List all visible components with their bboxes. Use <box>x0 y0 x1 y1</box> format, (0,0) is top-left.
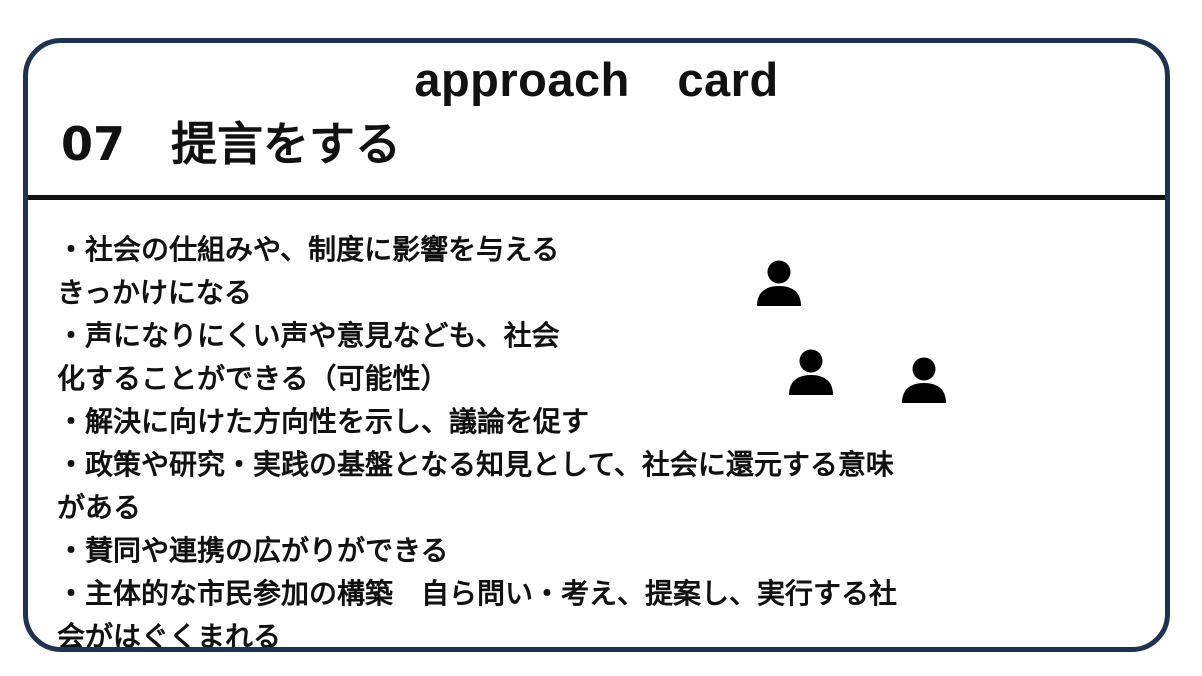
body-line: ・声になりにくい声や意見なども、社会 <box>57 319 560 352</box>
body-line: がある <box>57 491 142 524</box>
body-line: ・賛同や連携の広がりができる <box>57 534 449 567</box>
card-label: approach card <box>414 53 779 106</box>
person-icon <box>788 348 834 396</box>
approach-card: approach card 07 提言をする ・社会の仕組みや、制度に影響を与え… <box>23 38 1170 652</box>
body-line: 化することができる（可能性） <box>57 362 449 395</box>
body-line: ・主体的な市民参加の構築 自ら問い・考え、提案し、実行する社 <box>57 577 898 610</box>
body-line: きっかけになる <box>57 276 252 309</box>
person-icon <box>901 356 947 404</box>
header-divider <box>28 195 1165 200</box>
card-body: ・社会の仕組みや、制度に影響を与える きっかけになる ・声になりにくい声や意見な… <box>57 228 1147 652</box>
card-header: approach card 07 提言をする <box>28 43 1165 195</box>
body-line: ・社会の仕組みや、制度に影響を与える <box>57 233 560 266</box>
card-title: 07 提言をする <box>61 117 402 171</box>
body-line: 会がはぐくまれる <box>57 620 282 652</box>
body-line: ・解決に向けた方向性を示し、議論を促す <box>57 405 590 438</box>
body-line: ・政策や研究・実践の基盤となる知見として、社会に還元する意味 <box>57 448 894 481</box>
person-icon <box>756 259 802 307</box>
